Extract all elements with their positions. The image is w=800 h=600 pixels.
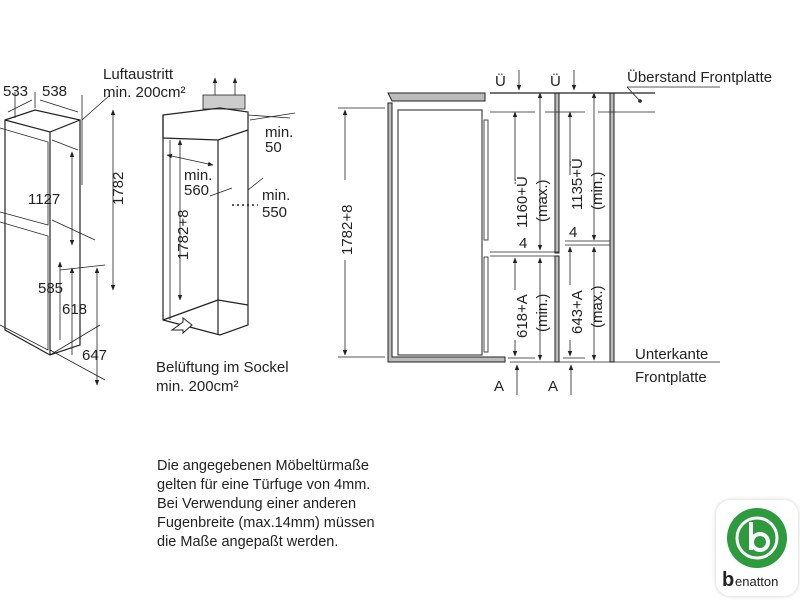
width-value: 560 [184, 182, 209, 199]
upper-min-note: (min.) [589, 172, 606, 210]
air-outlet-title: Luftaustritt [103, 66, 174, 83]
air-outlet-min: min. 200cm² [103, 84, 186, 101]
height-label: 1782 [110, 172, 127, 205]
overhang-symbol-2: Ü [550, 72, 561, 90]
dimension-note: Die angegebenen Möbeltürmaße gelten für … [157, 457, 375, 552]
a-symbol-2: A [548, 378, 558, 395]
bottom-label-1: Unterkante [635, 346, 708, 363]
bottom-label-2: Frontplatte [635, 369, 707, 386]
upper-max-label: 1160+Ü [513, 176, 531, 228]
upper-door-label: 1127 [28, 191, 60, 208]
lower-max-label: 643+A [569, 290, 586, 334]
depth-label: 533 [3, 83, 28, 100]
note-line: Fugenbreite (max.14mm) müssen [157, 515, 375, 531]
niche-height-label: 1782+8 [175, 210, 192, 260]
upper-max-note: (max.) [534, 180, 551, 223]
lower-min-note: (min.) [534, 294, 551, 332]
section-height-label: 1782+8 [339, 205, 356, 255]
niche-drawing: Luftaustritt min. 200cm² min. 50 min. 55… [103, 66, 296, 395]
upper-min-label: 1135+Ü [568, 158, 586, 210]
base-vent-title: Belüftung im Sockel [156, 359, 289, 376]
note-line: gelten für eine Türfuge von 4mm. [157, 477, 371, 493]
depth-value: 550 [262, 204, 287, 221]
width-min-label: min. [184, 167, 212, 184]
fridge-perspective-drawing: 533 538 1127 1782 585 618 647 [0, 83, 127, 386]
logo-mark-icon: b enatton [722, 508, 787, 591]
gap-label-2: 4 [569, 224, 577, 241]
depth-min-label: min. [262, 187, 290, 204]
width-label: 538 [42, 83, 67, 100]
section-drawing: 1782+8 Ü Ü Überstand Frontplatte [338, 68, 772, 395]
gap-min-label: min. [265, 124, 293, 141]
gap-value: 50 [265, 139, 282, 156]
note-line: die Maße angepaßt werden. [157, 534, 339, 550]
lower-label-618: 618 [62, 301, 87, 318]
svg-text:enatton: enatton [735, 574, 778, 589]
svg-text:b: b [722, 569, 734, 591]
overhang-label: Überstand Frontplatte [627, 68, 772, 86]
base-vent-min: min. 200cm² [156, 378, 239, 395]
benatton-logo: b enatton [716, 500, 798, 596]
lower-label-585: 585 [38, 280, 63, 297]
lower-max-note: (max.) [589, 286, 606, 329]
gap-label-1: 4 [519, 235, 527, 252]
note-line: Bei Verwendung einer anderen [157, 496, 357, 512]
lower-label-647: 647 [82, 347, 107, 364]
overhang-symbol-1: Ü [495, 72, 506, 90]
a-symbol-1: A [494, 378, 504, 395]
note-line: Die angegebenen Möbeltürmaße [157, 458, 369, 474]
lower-min-label: 618+A [514, 294, 531, 338]
